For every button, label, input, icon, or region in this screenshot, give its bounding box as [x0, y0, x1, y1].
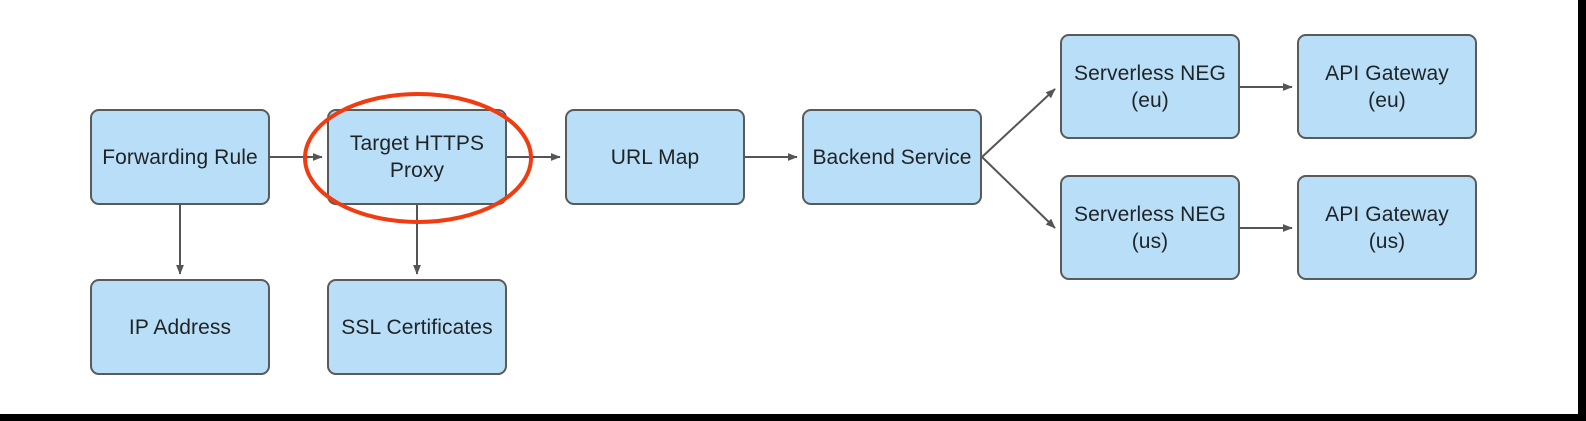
- node-serverless-neg-us[interactable]: Serverless NEG (us): [1060, 175, 1240, 280]
- node-url-map[interactable]: URL Map: [565, 109, 745, 205]
- node-forwarding-rule[interactable]: Forwarding Rule: [90, 109, 270, 205]
- frame-border-bottom: [0, 414, 1586, 421]
- node-target-https-proxy[interactable]: Target HTTPS Proxy: [327, 109, 507, 205]
- node-backend-service[interactable]: Backend Service: [802, 109, 982, 205]
- node-ip-address[interactable]: IP Address: [90, 279, 270, 375]
- edge-backend-service-to-serverless-neg-eu: [981, 88, 1056, 158]
- node-api-gateway-us[interactable]: API Gateway (us): [1297, 175, 1477, 280]
- node-api-gateway-eu[interactable]: API Gateway (eu): [1297, 34, 1477, 139]
- edge-backend-service-to-serverless-neg-us: [981, 156, 1056, 229]
- node-ssl-certificates[interactable]: SSL Certificates: [327, 279, 507, 375]
- frame-border-right: [1578, 0, 1586, 421]
- node-serverless-neg-eu[interactable]: Serverless NEG (eu): [1060, 34, 1240, 139]
